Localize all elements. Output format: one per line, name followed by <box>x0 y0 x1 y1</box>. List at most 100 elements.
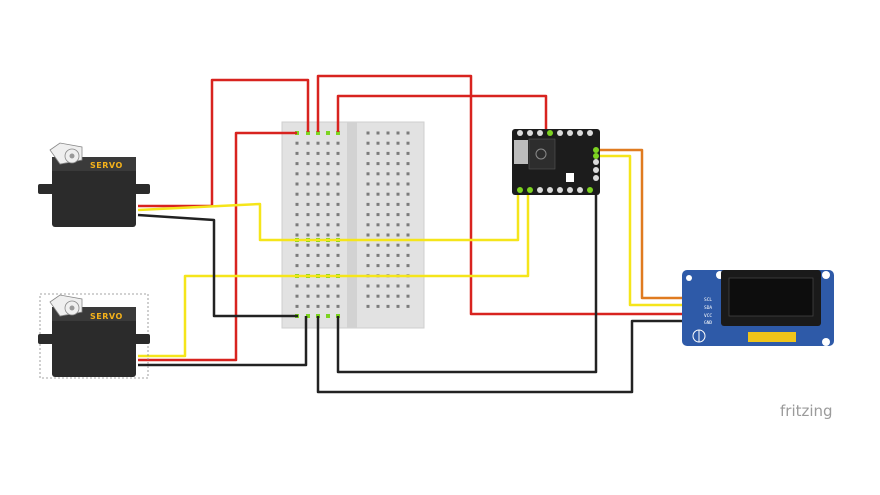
breadboard-hole <box>336 141 340 145</box>
breadboard-hole <box>406 264 410 268</box>
breadboard-hole <box>326 182 330 186</box>
breadboard-hole <box>336 202 340 206</box>
breadboard-hole <box>336 253 340 257</box>
breadboard-hole <box>295 233 299 237</box>
breadboard-hole <box>306 151 310 155</box>
wire-black-mcu-gnd <box>336 190 598 374</box>
breadboard-hole <box>376 264 380 268</box>
breadboard-hole <box>295 202 299 206</box>
wire-yellow-sda <box>596 154 693 307</box>
servo-motor-1[interactable]: SERVO <box>38 142 150 227</box>
breadboard-hole <box>406 162 410 166</box>
breadboard-hole <box>336 284 340 288</box>
breadboard-hole <box>336 182 340 186</box>
breadboard-hole <box>396 223 400 227</box>
chip-module <box>528 138 556 170</box>
breadboard-hole <box>295 294 299 298</box>
breadboard-hole <box>366 233 370 237</box>
breadboard-hole <box>366 131 370 135</box>
wire-black-oled-gnd <box>316 316 693 394</box>
breadboard-hole <box>376 162 380 166</box>
breadboard-hole <box>386 141 390 145</box>
mcu-pin <box>527 187 533 193</box>
oled-display-module[interactable]: SCL SDA VCC GND <box>682 270 834 346</box>
breadboard-hole <box>316 284 320 288</box>
breadboard-hole <box>396 202 400 206</box>
breadboard-hole <box>316 182 320 186</box>
breadboard-hole <box>295 253 299 257</box>
breadboard-hole <box>336 243 340 247</box>
mcu-pin <box>593 167 599 173</box>
breadboard-hole <box>316 151 320 155</box>
mcu-pin <box>567 130 573 136</box>
breadboard-hole <box>386 294 390 298</box>
mcu-pin <box>557 187 563 193</box>
mcu-pin <box>527 130 533 136</box>
breadboard-hole <box>336 192 340 196</box>
breadboard-hole <box>326 284 330 288</box>
breadboard-hole <box>316 304 320 308</box>
breadboard-hole <box>366 182 370 186</box>
breadboard-hole <box>326 213 330 217</box>
breadboard-hole <box>326 223 330 227</box>
breadboard-hole <box>336 151 340 155</box>
wire-black-servo1-gnd <box>137 213 298 318</box>
breadboard-hole <box>316 243 320 247</box>
breadboard-hole <box>386 151 390 155</box>
breadboard-hole <box>316 192 320 196</box>
breadboard-hole <box>386 213 390 217</box>
breadboard-hole <box>386 243 390 247</box>
servo-motor-2[interactable]: SERVO <box>38 293 150 379</box>
breadboard-hole <box>326 162 330 166</box>
breadboard-hole <box>306 284 310 288</box>
breadboard-hole-connected <box>306 314 310 318</box>
led-indicator <box>566 173 574 182</box>
breadboard-hole <box>306 294 310 298</box>
breadboard-hole <box>295 141 299 145</box>
breadboard-hole <box>406 243 410 247</box>
wire-red-mcu-to-oled <box>316 74 693 316</box>
wifi-logo-icon <box>535 148 547 160</box>
breadboard-hole <box>396 243 400 247</box>
breadboard-hole <box>295 172 299 176</box>
breadboard-hole <box>386 172 390 176</box>
breadboard-hole-connected <box>326 131 330 135</box>
microcontroller-board[interactable] <box>512 129 600 195</box>
breadboard-hole <box>396 192 400 196</box>
breadboard-hole <box>406 213 410 217</box>
breadboard-hole <box>396 172 400 176</box>
grove-logo-icon <box>692 329 706 343</box>
breadboard-hole <box>366 192 370 196</box>
breadboard-hole <box>326 304 330 308</box>
wire-yellow-servo2-signal <box>138 190 530 358</box>
breadboard-hole <box>326 253 330 257</box>
breadboard-hole <box>366 151 370 155</box>
breadboard-hole <box>306 213 310 217</box>
servo-label: SERVO <box>90 312 123 321</box>
breadboard-hole <box>295 284 299 288</box>
wire-orange-scl <box>596 148 693 300</box>
breadboard-hole <box>306 202 310 206</box>
breadboard-hole <box>295 223 299 227</box>
breadboard-hole <box>376 223 380 227</box>
breadboard-hole <box>316 223 320 227</box>
wires <box>137 74 693 394</box>
usb-connector <box>514 140 528 164</box>
breadboard-hole <box>376 284 380 288</box>
breadboard-hole <box>336 213 340 217</box>
mcu-pin <box>547 130 553 136</box>
breadboard-hole <box>406 131 410 135</box>
breadboard-hole <box>376 141 380 145</box>
breadboard-hole <box>326 264 330 268</box>
breadboard-hole <box>406 151 410 155</box>
wire-red-rail-to-mcu <box>336 94 548 132</box>
breadboard-hole <box>406 182 410 186</box>
breadboard-hole <box>376 182 380 186</box>
breadboard-hole <box>396 213 400 217</box>
breadboard-hole-connected <box>316 131 320 135</box>
breadboard-hole <box>295 192 299 196</box>
breadboard-hole <box>336 233 340 237</box>
oled-ribbon <box>748 332 796 342</box>
breadboard-hole <box>376 213 380 217</box>
mcu-pin <box>557 130 563 136</box>
